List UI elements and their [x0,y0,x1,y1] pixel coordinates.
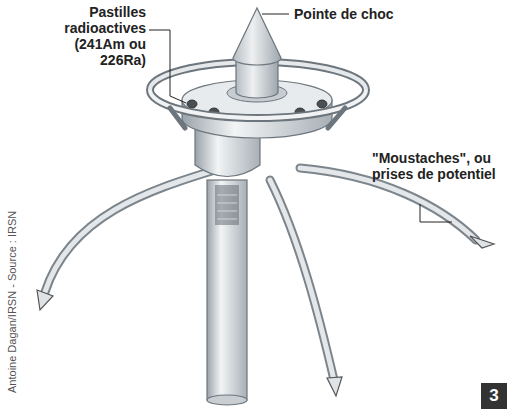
credit-text: Antoine Dagan/IRSN - Source : IRSN [4,211,20,393]
mast [207,180,247,405]
ring-front [150,90,366,118]
ring-struts [170,108,345,128]
figure-number-box: 3 [481,383,507,409]
callout-number: 3 [489,386,498,406]
whisker-tubes [45,168,476,380]
part-label: Pointe de choc [294,6,424,22]
strike-point [233,8,281,98]
leader-lines [149,14,452,222]
part-label: "Moustaches", ou prises de potentiel [372,150,497,182]
part-label: Pastilles radioactives (241Am ou 226Ra) [54,4,146,68]
whisker-tips [37,236,494,396]
